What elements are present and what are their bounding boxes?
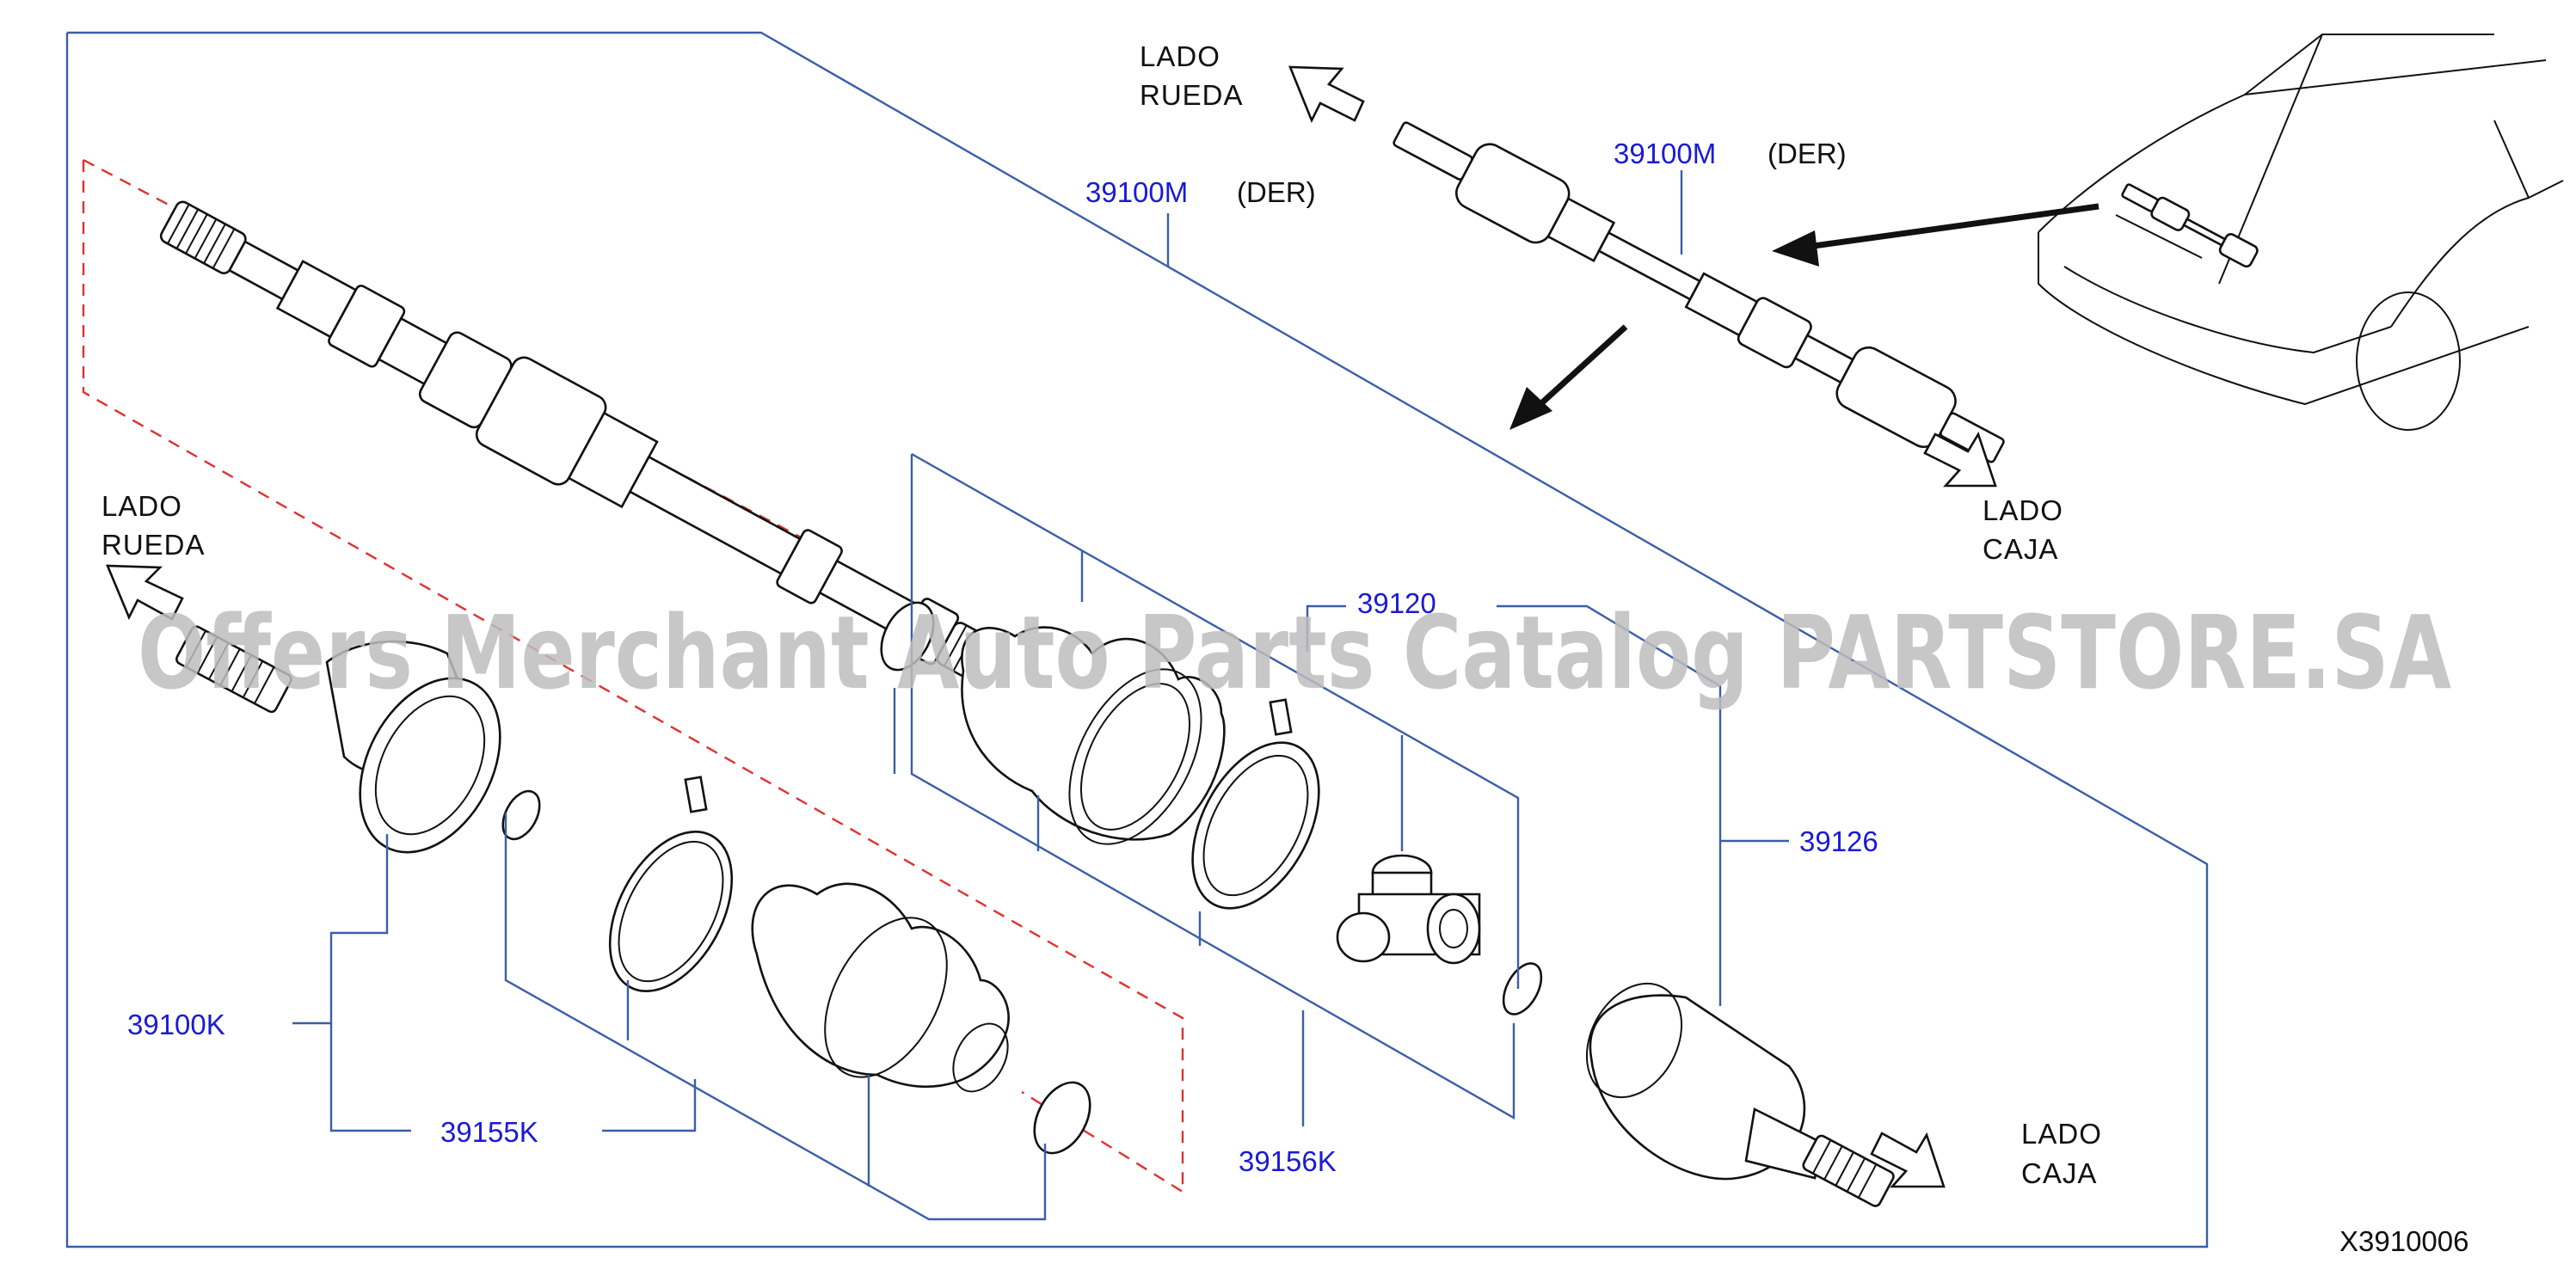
side-label-wheel-top-2: RUEDA <box>1140 79 1244 111</box>
callout-39100M-main: 39100M <box>1085 176 1188 208</box>
side-label-box-top-2: CAJA <box>1983 533 2058 565</box>
callout-39100K: 39100K <box>127 1009 225 1040</box>
callout-39126: 39126 <box>1799 825 1878 857</box>
drive-shaft-assembly-overview <box>1393 121 2005 463</box>
vehicle-sketch <box>2038 34 2564 431</box>
diagram-code: X3910006 <box>2339 1225 2468 1257</box>
inner-boot <box>961 626 1226 845</box>
watermark: Offers Merchant Auto Parts Catalog PARTS… <box>138 593 2451 712</box>
outer-cv-joint <box>175 625 501 854</box>
tripod-spider <box>1336 854 1481 965</box>
side-label-wheel-top-1: LADO <box>1140 40 1220 72</box>
arrow-to-exploded <box>1509 324 1628 430</box>
assembly-frame <box>65 31 2209 1248</box>
boot-band-small-left <box>1033 1081 1091 1155</box>
outer-boot <box>751 882 1010 1093</box>
side-label-wheel-main-1: LADO <box>101 490 182 522</box>
callout-39155K: 39155K <box>440 1116 538 1148</box>
shaft-group-outline <box>82 160 1184 1194</box>
inner-joint-housing <box>1585 982 1895 1207</box>
callout-39156K: 39156K <box>1239 1145 1337 1177</box>
callout-39100M-top: 39100M <box>1614 138 1716 169</box>
boot-band-small-right <box>880 601 935 672</box>
side-label-box-top-1: LADO <box>1983 494 2063 526</box>
side-label-wheel-main-2: RUEDA <box>101 529 206 561</box>
wheel-side-arrow-main <box>106 564 184 621</box>
snap-ring-outer <box>501 789 541 841</box>
intermediate-shaft <box>159 200 1020 695</box>
boot-band-large-right <box>1191 741 1320 910</box>
side-label-box-main-1: LADO <box>2021 1118 2102 1150</box>
callout-der-top: (DER) <box>1768 138 1847 169</box>
callout-der-main: (DER) <box>1237 176 1316 208</box>
box-side-arrow-main <box>1870 1132 1946 1188</box>
snap-ring-inner <box>1502 962 1543 1015</box>
arrow-to-shaft <box>1772 203 2100 267</box>
vehicle-shaft-mini <box>2121 183 2259 268</box>
box-side-arrow-top <box>1923 431 1997 488</box>
callout-39120: 39120 <box>1357 587 1436 619</box>
boot-band-large-left <box>608 831 734 992</box>
wheel-side-arrow-top <box>1288 65 1365 124</box>
leader-lines <box>292 170 1789 1221</box>
side-label-box-main-2: CAJA <box>2021 1157 2097 1189</box>
